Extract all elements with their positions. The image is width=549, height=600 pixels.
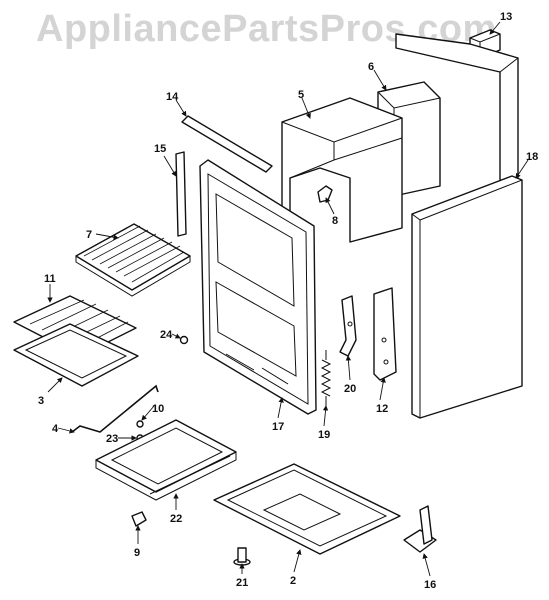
callout-20: 20: [344, 383, 356, 395]
callout-9: 9: [134, 547, 140, 559]
leader-lines: [47, 21, 529, 577]
callout-15: 15: [154, 143, 166, 155]
callout-8: 8: [332, 215, 338, 227]
part-7-oven-rack: [75, 223, 191, 297]
callout-12: 12: [376, 403, 388, 415]
callout-2: 2: [290, 575, 296, 587]
part-9-clip: [131, 511, 147, 527]
callout-3: 3: [38, 395, 44, 407]
callout-4: 4: [52, 423, 59, 435]
part-17-door-frame: [199, 159, 317, 415]
callout-13: 13: [500, 11, 512, 23]
part-4-rod: [71, 384, 159, 433]
callout-labels: 13 6 5 14 15 8 18 7 11 24 3 10 23 4 17 1…: [38, 11, 538, 591]
part-3-broiler-pan: [13, 323, 139, 387]
part-21-leveling-leg: [233, 547, 251, 566]
callout-17: 17: [272, 421, 284, 433]
part-12-hinge-receiver: [373, 287, 397, 381]
callout-6: 6: [368, 61, 374, 73]
part-2-bottom-panel: [213, 463, 401, 555]
callout-23: 23: [106, 433, 118, 445]
callout-24: 24: [160, 329, 173, 341]
part-19-spring: [320, 350, 332, 406]
part-22-broiler-drawer: [95, 419, 237, 501]
callout-10: 10: [152, 403, 164, 415]
callout-21: 21: [236, 577, 248, 589]
callout-19: 19: [318, 429, 330, 441]
part-20-hinge: [339, 295, 357, 357]
part-15-strip: [175, 151, 187, 237]
callout-14: 14: [166, 91, 179, 103]
callout-22: 22: [170, 513, 182, 525]
part-10-screw: [136, 420, 144, 428]
part-8-clip: [317, 185, 333, 203]
part-24-screw: [179, 335, 189, 345]
callout-11: 11: [44, 273, 56, 285]
part-16-bracket: [403, 505, 437, 553]
callout-16: 16: [424, 579, 436, 591]
callout-5: 5: [298, 89, 304, 101]
part-18-side-panel: [411, 175, 523, 419]
callout-7: 7: [86, 229, 92, 241]
part-14-rail: [181, 115, 273, 173]
callout-18: 18: [526, 151, 538, 163]
